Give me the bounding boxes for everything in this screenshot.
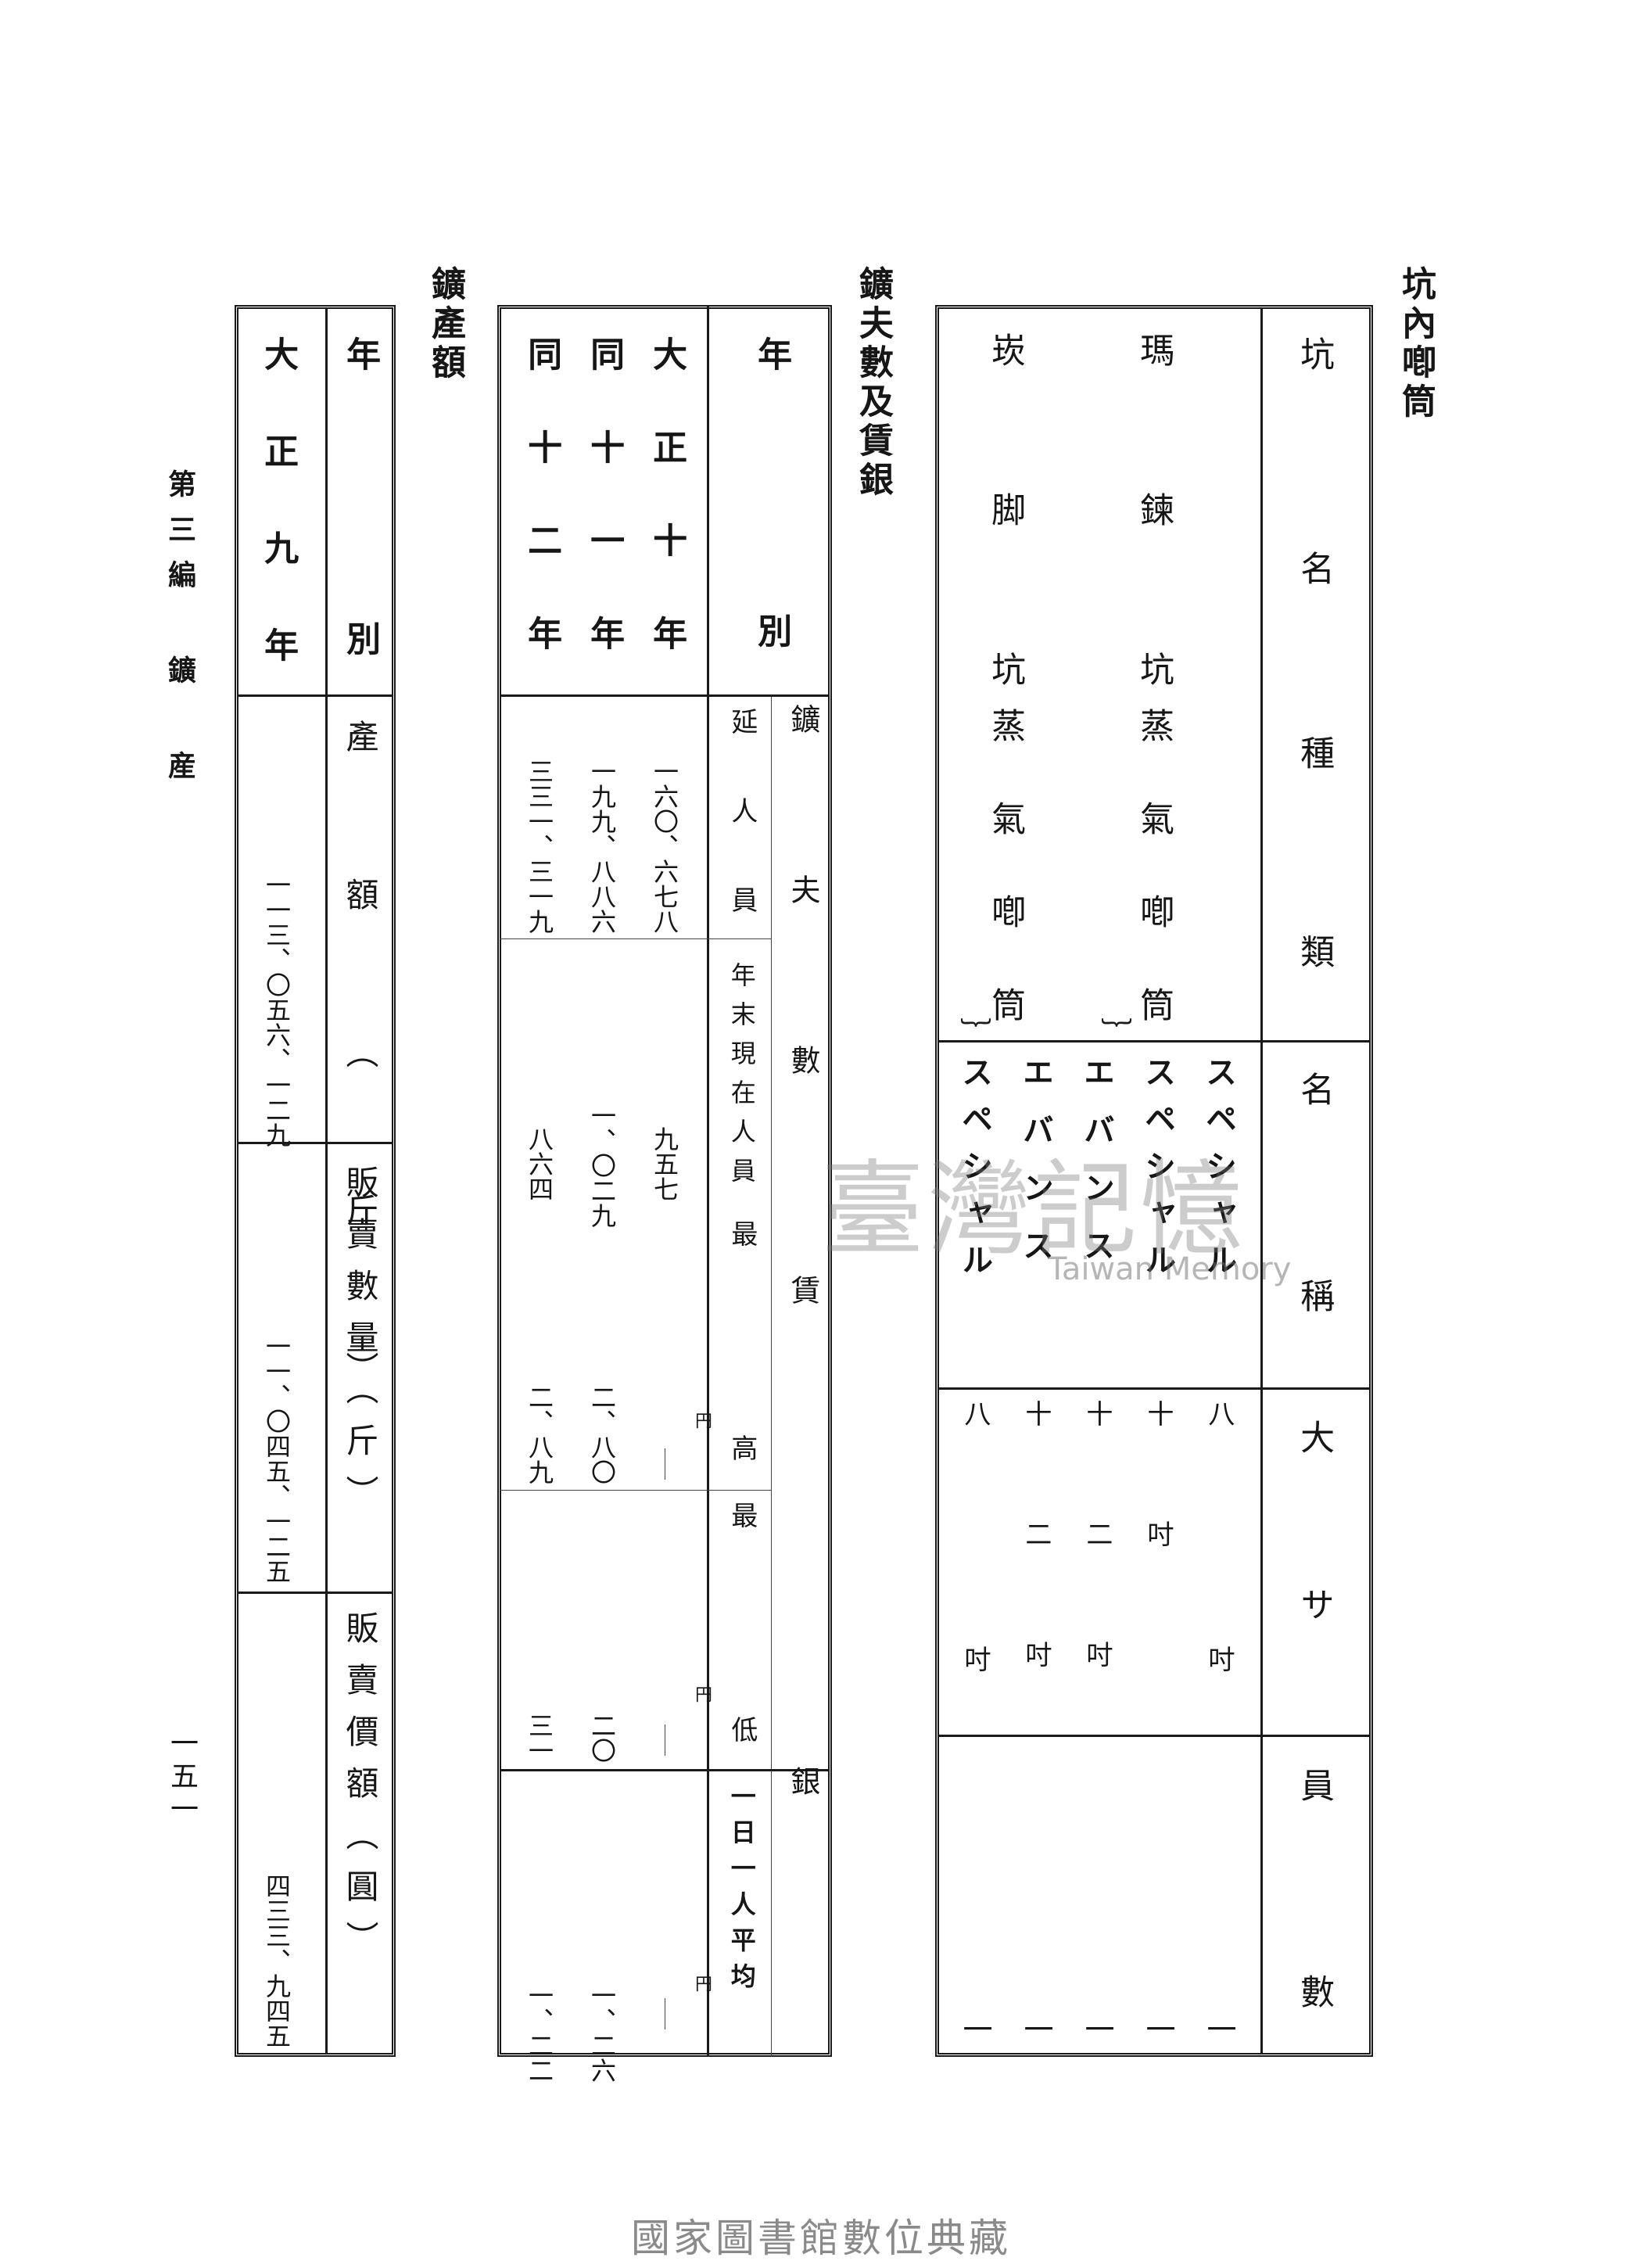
pump-count-row-1: 一 — [1202, 2014, 1236, 2044]
pump-size-row-3: 十二吋 — [1081, 1400, 1113, 1761]
miners-header-average: 一日一人平均 — [726, 1783, 757, 1999]
pump-header-size: 大サ — [1294, 1419, 1335, 1754]
production-section-title: 鑛產額 — [425, 266, 465, 383]
miners-total-row-2: 一九九、八八六 — [587, 759, 617, 934]
pump-header-name: 名稱 — [1294, 1071, 1335, 1484]
miners-header-year-end: 年末現在人員 — [726, 962, 757, 1197]
miners-year-sep — [500, 694, 830, 697]
miners-year-end-row-3: 八六四 — [525, 1126, 554, 1201]
miners-header-wages: 賃銀 — [785, 1275, 820, 2257]
pump-col-sep-3 — [938, 1735, 1371, 1737]
miners-section-title: 鑛夫數及賃銀 — [853, 266, 893, 501]
production-header-production: 產額（斤） — [341, 720, 380, 1509]
miners-header-total: 延人員 — [726, 708, 758, 975]
chapter-heading: 第三編 鑛 産 — [163, 469, 196, 796]
pump-size-row-5: 八吋 — [959, 1400, 991, 1891]
pump-count-row-5: 一 — [958, 2014, 992, 2044]
pump-header-count: 員數 — [1294, 1767, 1335, 2180]
production-table — [235, 305, 396, 2057]
miners-header-lowest: 最低 — [726, 1502, 758, 1930]
miners-header-year: 年別 — [751, 336, 792, 890]
production-year-row-1: 大正九年 — [258, 336, 299, 724]
pump-count-row-2: 一 — [1141, 2014, 1175, 2044]
pump-name-row-3: エバンス — [1078, 1056, 1115, 1287]
miners-highest-row-2: 二、八〇 — [587, 1384, 617, 1484]
miners-year-row-2: 同十一年 — [584, 336, 625, 709]
miners-unit-average: 円 — [692, 1975, 712, 1992]
miners-sep-3 — [500, 1769, 830, 1771]
watermark-logo: 臺灣記憶 — [821, 1150, 1246, 1270]
production-header-divider — [325, 307, 328, 2054]
miners-total-row-3: 三三一、三一九 — [525, 759, 554, 934]
production-header-year: 年別 — [340, 336, 381, 906]
miners-year-end-row-2: 一、〇二九 — [587, 1103, 617, 1228]
pump-count-row-4: 一 — [1019, 2014, 1053, 2044]
miners-year-end-row-1: 九五七 — [650, 1126, 679, 1201]
production-sales-qty-row-1: 一一、〇四五、一二五 — [262, 1333, 292, 1584]
pump-header-type: 種類 — [1294, 735, 1335, 1132]
pump-mine-makken: 瑪鍊坑 — [1134, 332, 1174, 811]
pump-header-divider — [1260, 307, 1263, 2054]
watermark-english: Taiwan Memory — [1048, 1251, 1292, 1287]
miners-lowest-row-2: 二〇 — [587, 1713, 617, 1763]
pump-size-row-4: 十二吋 — [1020, 1400, 1052, 1761]
miners-highest-row-3: 二、八九 — [525, 1384, 554, 1484]
pump-name-row-1: スペシャル — [1200, 1056, 1237, 1290]
pump-table — [935, 305, 1373, 2057]
miners-sep-1 — [500, 938, 771, 939]
pump-size-row-1: 八吋 — [1203, 1400, 1235, 1891]
miners-header-miners: 鑛夫數 — [785, 704, 820, 1215]
pump-name-row-5: スペシャル — [956, 1056, 993, 1290]
pump-col-sep-2 — [938, 1387, 1371, 1390]
production-sales-value-row-1: 四三三、九四五 — [262, 1873, 292, 2048]
miners-sep-2 — [500, 1490, 771, 1491]
pump-name-row-2: スペシャル — [1139, 1056, 1176, 1290]
brace-kanka: ︸ — [960, 1017, 991, 1053]
brace-makken: ︸ — [1101, 1017, 1132, 1053]
miners-subheader-divider — [771, 696, 772, 2057]
miners-header-highest: 最高 — [726, 1220, 758, 1649]
production-header-sales-value: 販賣價額（圓） — [341, 1611, 380, 1972]
pump-header-mine: 坑名 — [1294, 336, 1335, 765]
page-number: 一五一 — [166, 1728, 198, 1827]
miners-table — [497, 305, 832, 2057]
production-value-row-1: 一一三、〇五六、一二九 — [262, 872, 292, 1147]
miners-lowest-row-3: 三一 — [525, 1713, 554, 1763]
pump-type-makken: 蒸氣喞筒 — [1134, 708, 1174, 1080]
pump-section-title: 坑內喞筒 — [1396, 266, 1436, 422]
pump-count-row-3: 一 — [1080, 2014, 1114, 2044]
miners-header-divider — [707, 305, 709, 2057]
miners-year-row-3: 同十二年 — [522, 336, 562, 709]
production-sep-2 — [237, 1142, 393, 1144]
miners-total-row-1: 一六〇、六七八 — [650, 759, 679, 934]
footer-archive-label: 國家圖書館數位典藏 — [631, 2216, 1011, 2261]
miners-unit-lowest: 円 — [692, 1685, 712, 1703]
production-header-sales-qty: 販賣數量（斤） — [341, 1165, 380, 1527]
pump-size-row-2: 十吋 — [1142, 1400, 1174, 1641]
miners-average-row-3: 一、二二 — [525, 1983, 554, 2083]
miners-year-row-1: 大正十年 — [647, 336, 687, 709]
pump-name-row-4: エバンス — [1017, 1056, 1054, 1287]
pump-mine-kanka: 崁脚坑 — [985, 332, 1026, 811]
production-sep-3 — [237, 1592, 393, 1594]
miners-average-row-2: 一、二六 — [587, 1983, 617, 2083]
miners-unit-highest: 円 — [692, 1412, 712, 1429]
production-sep-1 — [237, 694, 393, 697]
pump-col-sep-1 — [938, 1040, 1371, 1042]
pump-type-kanka: 蒸氣喞筒 — [985, 708, 1026, 1080]
